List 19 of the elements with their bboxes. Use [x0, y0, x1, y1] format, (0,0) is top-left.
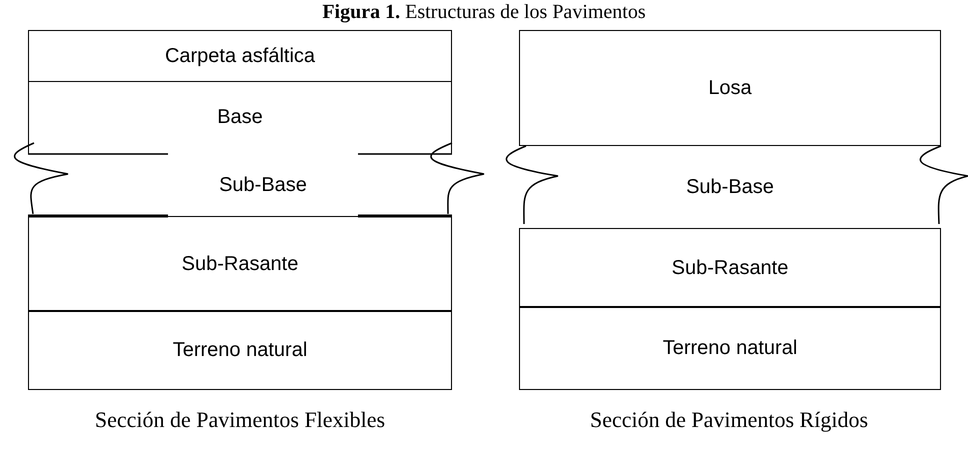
section-caption: Sección de Pavimentos Flexibles: [94, 407, 386, 432]
layer-label: Carpeta asfáltica: [164, 44, 316, 68]
natural-ground-layer: [28, 310, 452, 390]
layer-label: Sub-Base: [219, 173, 307, 197]
natural-ground-layer: [519, 306, 941, 390]
base-layer: [28, 80, 452, 154]
asphalt-layer: [28, 30, 452, 82]
subgrade-layer: [519, 228, 941, 308]
layer-label: Losa: [708, 76, 752, 100]
subgrade-layer: [28, 216, 452, 312]
layer-label: Terreno natural: [172, 338, 308, 362]
layer-label: Sub-Base: [686, 175, 774, 199]
figure-title: Figura 1. Estructuras de los Pavimentos: [322, 1, 646, 23]
layer-label: Terreno natural: [662, 336, 798, 360]
slab-layer: [519, 30, 941, 146]
layer-label: Sub-Rasante: [182, 252, 298, 276]
layer-label: Sub-Rasante: [672, 256, 788, 280]
layer-label: Base: [217, 105, 263, 129]
section-caption: Sección de Pavimentos Rígidos: [590, 407, 868, 432]
